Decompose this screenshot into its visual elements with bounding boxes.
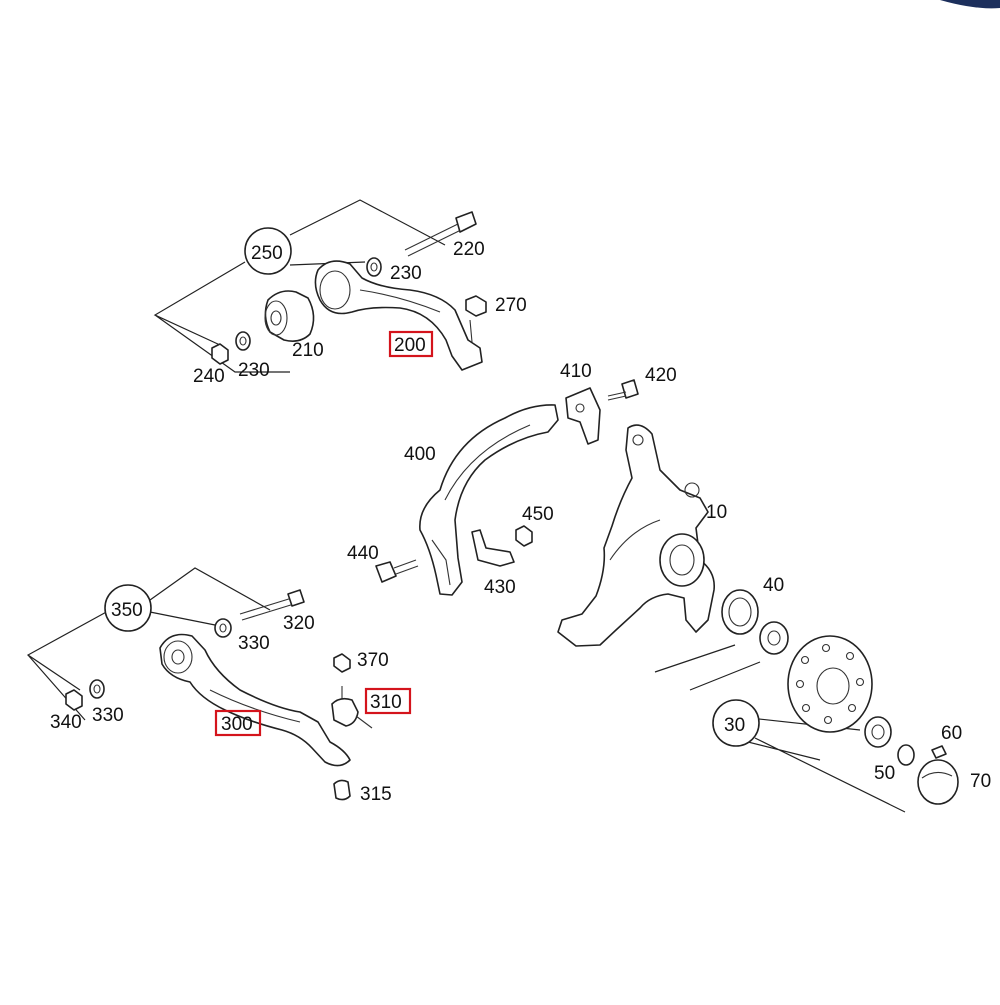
bolt-220 (404, 211, 477, 257)
tension-strut-400 (419, 404, 559, 596)
label-240: 240 (193, 366, 225, 387)
bracket-430 (471, 529, 515, 567)
hub-nut (864, 716, 892, 748)
label-200: 200 (394, 335, 426, 356)
highlight-300 (214, 709, 262, 737)
ball-joint-310 (331, 686, 373, 729)
label-350: 350 (111, 600, 143, 621)
callout-circle-30 (712, 699, 760, 747)
label-300: 300 (221, 714, 253, 735)
lower-control-arm-300 (159, 633, 351, 767)
label-210: 210 (292, 340, 324, 361)
label-50: 50 (874, 763, 895, 784)
label-220: 220 (453, 239, 485, 260)
nut-270 (465, 295, 487, 317)
label-40: 40 (763, 575, 784, 596)
label-310: 310 (370, 692, 402, 713)
label-370: 370 (357, 650, 389, 671)
label-10: 10 (706, 502, 727, 523)
wheel-hub (787, 635, 873, 733)
callout-circle-350 (104, 584, 152, 632)
label-30: 30 (724, 715, 745, 736)
nut-340 (65, 689, 83, 711)
washer-50 (897, 744, 915, 766)
label-420: 420 (645, 365, 677, 386)
tension-strut-group (375, 379, 639, 596)
label-410: 410 (560, 361, 592, 382)
label-315: 315 (360, 784, 392, 805)
highlight-310 (364, 687, 412, 715)
bracket-410 (565, 387, 601, 445)
label-400: 400 (404, 444, 436, 465)
washer-230-right (366, 257, 382, 277)
label-70: 70 (970, 771, 991, 792)
corner-accent (940, 0, 1000, 9)
label-340: 340 (50, 712, 82, 733)
nut-370 (333, 653, 351, 673)
label-430: 430 (484, 577, 516, 598)
highlight-200 (388, 330, 434, 358)
bolt-320 (239, 589, 305, 621)
nut-450 (515, 525, 533, 547)
bushing-210 (264, 290, 315, 342)
callout-circle-250 (244, 227, 292, 275)
bearing (759, 621, 789, 655)
nut-315 (333, 779, 351, 801)
washer-230-left (235, 331, 251, 351)
bolt-420 (607, 379, 639, 401)
steering-knuckle-10 (557, 424, 716, 647)
knuckle-group (557, 424, 716, 647)
label-330-right: 330 (238, 633, 270, 654)
washer-330-left (89, 679, 105, 699)
label-330-left: 330 (92, 705, 124, 726)
leader-350 (26, 567, 271, 721)
label-440: 440 (347, 543, 379, 564)
label-230-right: 230 (390, 263, 422, 284)
label-60: 60 (941, 723, 962, 744)
lower-arm-group (26, 567, 373, 801)
upper-control-arm-200 (314, 260, 483, 371)
label-250: 250 (251, 243, 283, 264)
label-450: 450 (522, 504, 554, 525)
bolt-440 (375, 559, 419, 583)
label-270: 270 (495, 295, 527, 316)
washer-330-right (214, 618, 232, 638)
leader-30 (654, 644, 906, 813)
upper-arm-group (153, 199, 487, 373)
nut-240 (211, 343, 229, 365)
screw-60 (931, 745, 947, 759)
label-230-left: 230 (238, 360, 270, 381)
dust-cap-70 (917, 759, 959, 805)
hub-group (654, 589, 959, 813)
label-320: 320 (283, 613, 315, 634)
seal-40 (721, 589, 759, 635)
